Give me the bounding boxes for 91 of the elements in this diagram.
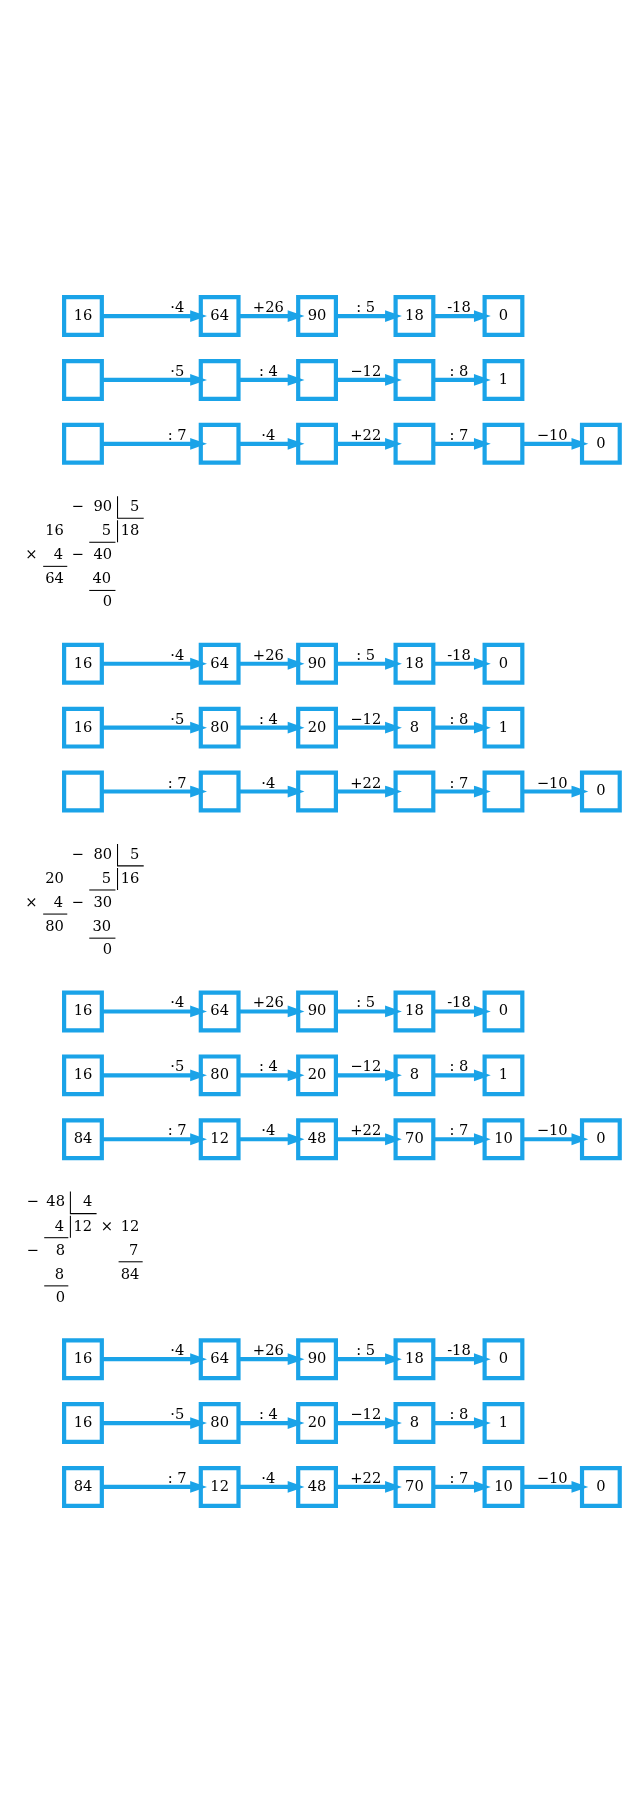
- edge-label: +22: [350, 1468, 382, 1486]
- label: 5: [101, 868, 112, 886]
- label: 5: [130, 844, 140, 862]
- edge-label: +26: [252, 1341, 284, 1359]
- label: 0: [102, 592, 113, 610]
- label: 12: [73, 1216, 93, 1234]
- edge-label: : 7: [167, 773, 187, 791]
- label: 80: [45, 917, 64, 935]
- label: 90: [93, 497, 113, 515]
- edge-label: +26: [252, 645, 284, 663]
- label: 0: [55, 1287, 66, 1305]
- edge-label: ·5: [170, 1405, 185, 1423]
- label: 16: [120, 868, 140, 886]
- edge-label: : 7: [167, 1468, 187, 1486]
- label: 80: [93, 844, 113, 862]
- label: −: [71, 497, 84, 515]
- label: 4: [53, 545, 63, 563]
- label: 84: [120, 1264, 140, 1282]
- label: ×: [25, 545, 38, 563]
- edge-label: ·4: [170, 645, 185, 663]
- label: −: [71, 844, 84, 862]
- edge-label: : 5: [356, 993, 376, 1011]
- edge-label: : 8: [449, 709, 469, 727]
- edge-label: −12: [350, 1057, 382, 1075]
- edge-label: −12: [350, 709, 382, 727]
- edge-label: +22: [350, 773, 382, 791]
- label: 48: [46, 1192, 65, 1210]
- edge-label: : 7: [449, 425, 469, 443]
- label: 8: [55, 1240, 66, 1258]
- label: −: [26, 1240, 39, 1258]
- edge-label: −10: [536, 425, 568, 443]
- edge-label: −10: [536, 773, 568, 791]
- label: 5: [130, 497, 140, 515]
- label: 30: [93, 892, 113, 910]
- edge-label: : 5: [356, 298, 376, 316]
- edge-label: : 8: [449, 1405, 469, 1423]
- edge-label: ·5: [170, 1057, 185, 1075]
- edge-label: +26: [252, 298, 284, 316]
- edge-label: : 7: [167, 425, 187, 443]
- edge-label: : 8: [449, 1057, 469, 1075]
- label: ×: [25, 892, 38, 910]
- label: −: [71, 892, 84, 910]
- edge-label: ·4: [261, 1468, 276, 1486]
- edge-label: ·5: [170, 709, 185, 727]
- edge-label: ·4: [261, 773, 276, 791]
- edge-label: -18: [447, 1341, 471, 1359]
- label: 8: [54, 1264, 65, 1282]
- edge-label: ·4: [261, 425, 276, 443]
- label: −: [71, 545, 84, 563]
- label: 12: [120, 1216, 140, 1234]
- edge-label: +22: [350, 425, 382, 443]
- edge-label: : 8: [449, 361, 469, 379]
- edge-label: +26: [252, 993, 284, 1011]
- label: 16: [45, 521, 64, 539]
- edge-label: −10: [536, 1468, 568, 1486]
- edge-label: ·4: [170, 298, 185, 316]
- edge-label: : 4: [258, 1057, 278, 1075]
- edge-label: -18: [447, 993, 471, 1011]
- edge-label: −12: [350, 361, 382, 379]
- label: 0: [102, 940, 113, 958]
- edge-label: : 5: [356, 645, 376, 663]
- edge-label: : 4: [258, 361, 278, 379]
- edge-label: : 4: [258, 709, 278, 727]
- edge-label: -18: [447, 645, 471, 663]
- label: 64: [45, 569, 64, 587]
- edge-label: : 7: [167, 1121, 187, 1139]
- label: 18: [120, 521, 140, 539]
- label: 4: [53, 892, 63, 910]
- label: 7: [129, 1240, 139, 1258]
- edge-label: ·5: [170, 361, 185, 379]
- edge-label: ·4: [170, 993, 185, 1011]
- edge-label: : 7: [449, 1468, 469, 1486]
- edge-label: ·4: [261, 1121, 276, 1139]
- label: 5: [101, 521, 112, 539]
- edge-label: : 4: [258, 1405, 278, 1423]
- edge-label: : 7: [449, 1121, 469, 1139]
- edge-label: ·4: [170, 1341, 185, 1359]
- edge-label: +22: [350, 1121, 382, 1139]
- edge-label: : 7: [449, 773, 469, 791]
- label: 40: [92, 569, 112, 587]
- label: 30: [92, 917, 112, 935]
- label: 4: [54, 1216, 65, 1234]
- edge-label: -18: [447, 298, 471, 316]
- label: 40: [93, 545, 113, 563]
- label: 4: [82, 1192, 93, 1210]
- label: 20: [45, 868, 64, 886]
- edge-label: −12: [350, 1405, 382, 1423]
- label: ×: [100, 1216, 114, 1234]
- edge-label: : 5: [356, 1341, 376, 1359]
- edge-label: −10: [536, 1121, 568, 1139]
- label: −: [26, 1192, 39, 1210]
